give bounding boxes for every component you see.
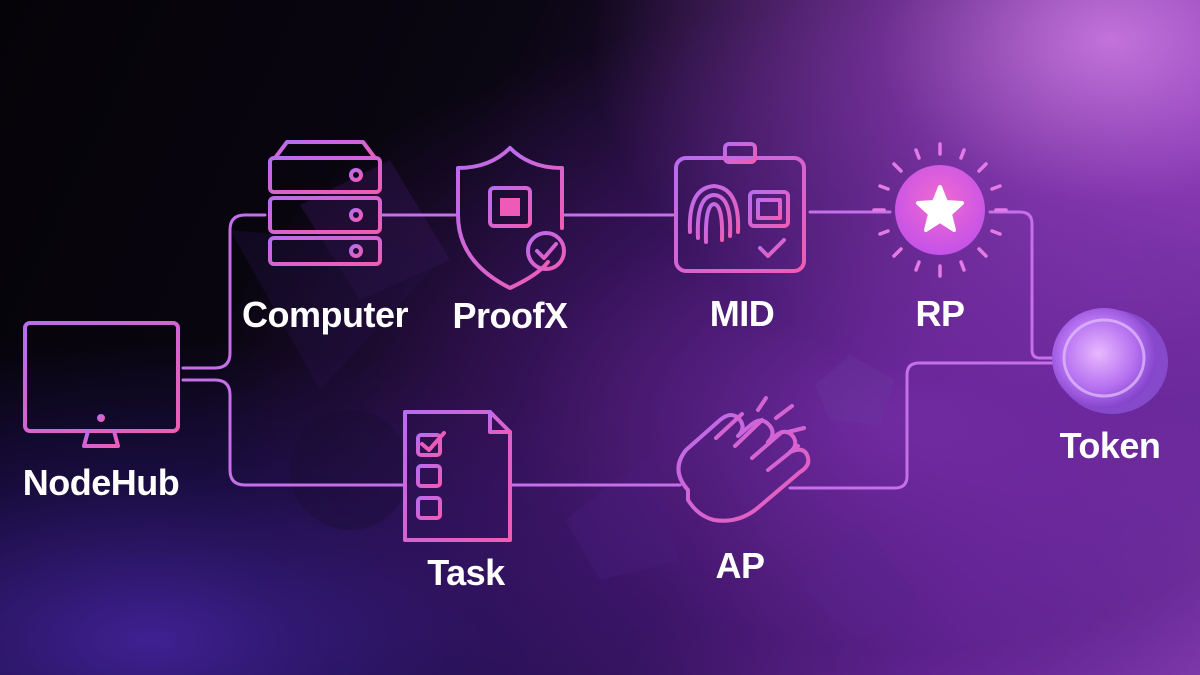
coin-icon [1052, 308, 1168, 414]
node-label-ap: AP [715, 545, 765, 586]
connector-nodehub-computer [181, 213, 267, 370]
node-label-computer: Computer [242, 294, 409, 335]
node-label-nodehub: NodeHub [22, 462, 180, 503]
node-label-rp: RP [915, 293, 965, 334]
monitor-icon [23, 321, 180, 448]
connector-lines [181, 210, 1054, 490]
node-label-proofx: ProofX [452, 295, 568, 336]
shield-chip-icon [456, 146, 566, 290]
node-label-task: Task [427, 552, 505, 593]
connector-ap-token [788, 361, 1054, 490]
star-burst-icon [872, 142, 1008, 278]
server-rack-icon [268, 140, 382, 266]
node-label-token: Token [1059, 425, 1161, 466]
fingerprint-id-badge-icon [674, 142, 806, 273]
checklist-document-icon [403, 410, 512, 542]
clapping-hands-icon [676, 396, 811, 523]
connector-rp-token [988, 210, 1054, 360]
connector-nodehub-task [181, 378, 405, 487]
node-label-mid: MID [709, 293, 775, 334]
